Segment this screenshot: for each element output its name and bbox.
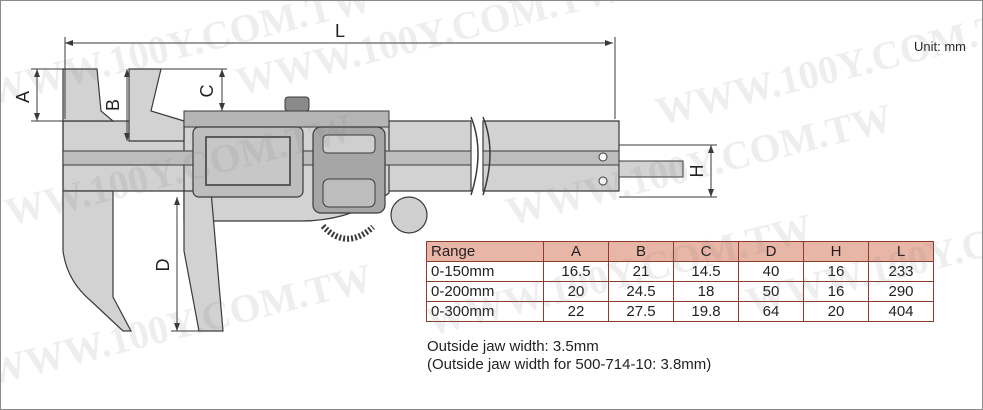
- dim-label-c: C: [197, 85, 217, 98]
- arrowhead: [65, 40, 73, 46]
- column-header: A: [543, 241, 609, 262]
- column-header: H: [803, 241, 869, 262]
- table-cell: 50: [738, 281, 804, 302]
- table-cell: 19.8: [673, 301, 739, 322]
- arrowhead: [708, 145, 714, 153]
- notes: Outside jaw width: 3.5mm (Outside jaw wi…: [427, 338, 711, 374]
- arrowhead: [34, 69, 40, 77]
- thumb-wheel: [320, 223, 375, 242]
- table-row: 0-200mm 20 24.5 18 50 16 290: [426, 281, 934, 302]
- spec-table: Range A B C D H L 0-150mm 16.5 21 14.5 4…: [426, 241, 934, 322]
- table-cell: 40: [738, 261, 804, 282]
- table-cell: 24.5: [608, 281, 674, 302]
- column-header: L: [868, 241, 934, 262]
- arrowhead: [174, 197, 180, 205]
- slider-inside-jaw: [128, 68, 185, 142]
- dim-label-d: D: [153, 259, 173, 272]
- dim-label-b: B: [103, 99, 123, 111]
- button: [322, 178, 376, 208]
- thumb-roller: [390, 196, 428, 234]
- table-cell: 27.5: [608, 301, 674, 322]
- dim-label-a: A: [13, 91, 33, 103]
- arrowhead: [708, 189, 714, 197]
- table-cell: 16: [803, 281, 869, 302]
- table-cell: 64: [738, 301, 804, 322]
- table-cell: 0-150mm: [426, 261, 544, 282]
- table-cell: 0-300mm: [426, 301, 544, 322]
- arrowhead: [124, 133, 130, 141]
- table-cell: 16: [803, 261, 869, 282]
- dim-label-h: H: [687, 165, 707, 178]
- arrowhead: [34, 113, 40, 121]
- lock-screw: [284, 96, 310, 112]
- table-cell: 18: [673, 281, 739, 302]
- table-cell: 22: [543, 301, 609, 322]
- end-screw: [598, 176, 608, 186]
- lcd-screen: [205, 136, 291, 186]
- slider-top: [183, 110, 390, 128]
- table-cell: 233: [868, 261, 934, 282]
- table-row: 0-300mm 22 27.5 19.8 64 20 404: [426, 301, 934, 322]
- table-cell: 20: [803, 301, 869, 322]
- column-header: Range: [426, 241, 544, 262]
- arrowhead: [174, 323, 180, 331]
- break-line: [470, 116, 479, 196]
- note-line: Outside jaw width: 3.5mm: [427, 338, 599, 355]
- table-row: 0-150mm 16.5 21 14.5 40 16 233: [426, 261, 934, 282]
- beam-scale-band-end: [482, 150, 620, 166]
- column-header: C: [673, 241, 739, 262]
- table-header-row: Range A B C D H L: [426, 241, 934, 262]
- arrowhead: [219, 69, 225, 77]
- note-line: (Outside jaw width for 500-714-10: 3.8mm…: [427, 356, 712, 373]
- dim-label-l: L: [335, 21, 345, 41]
- table-cell: 16.5: [543, 261, 609, 282]
- end-screw: [598, 152, 608, 162]
- fixed-jaw: [62, 121, 132, 332]
- arrowhead: [605, 40, 613, 46]
- column-header: D: [738, 241, 804, 262]
- arrowhead: [124, 69, 130, 77]
- break-line: [482, 116, 491, 196]
- table-cell: 21: [608, 261, 674, 282]
- table-cell: 14.5: [673, 261, 739, 282]
- button: [322, 134, 376, 154]
- table-cell: 20: [543, 281, 609, 302]
- table-cell: 404: [868, 301, 934, 322]
- depth-bar: [618, 160, 684, 178]
- arrowhead: [219, 103, 225, 111]
- table-cell: 290: [868, 281, 934, 302]
- unit-label: Unit: mm: [914, 39, 966, 54]
- fixed-inside-jaw: [62, 68, 115, 122]
- column-header: B: [608, 241, 674, 262]
- table-cell: 0-200mm: [426, 281, 544, 302]
